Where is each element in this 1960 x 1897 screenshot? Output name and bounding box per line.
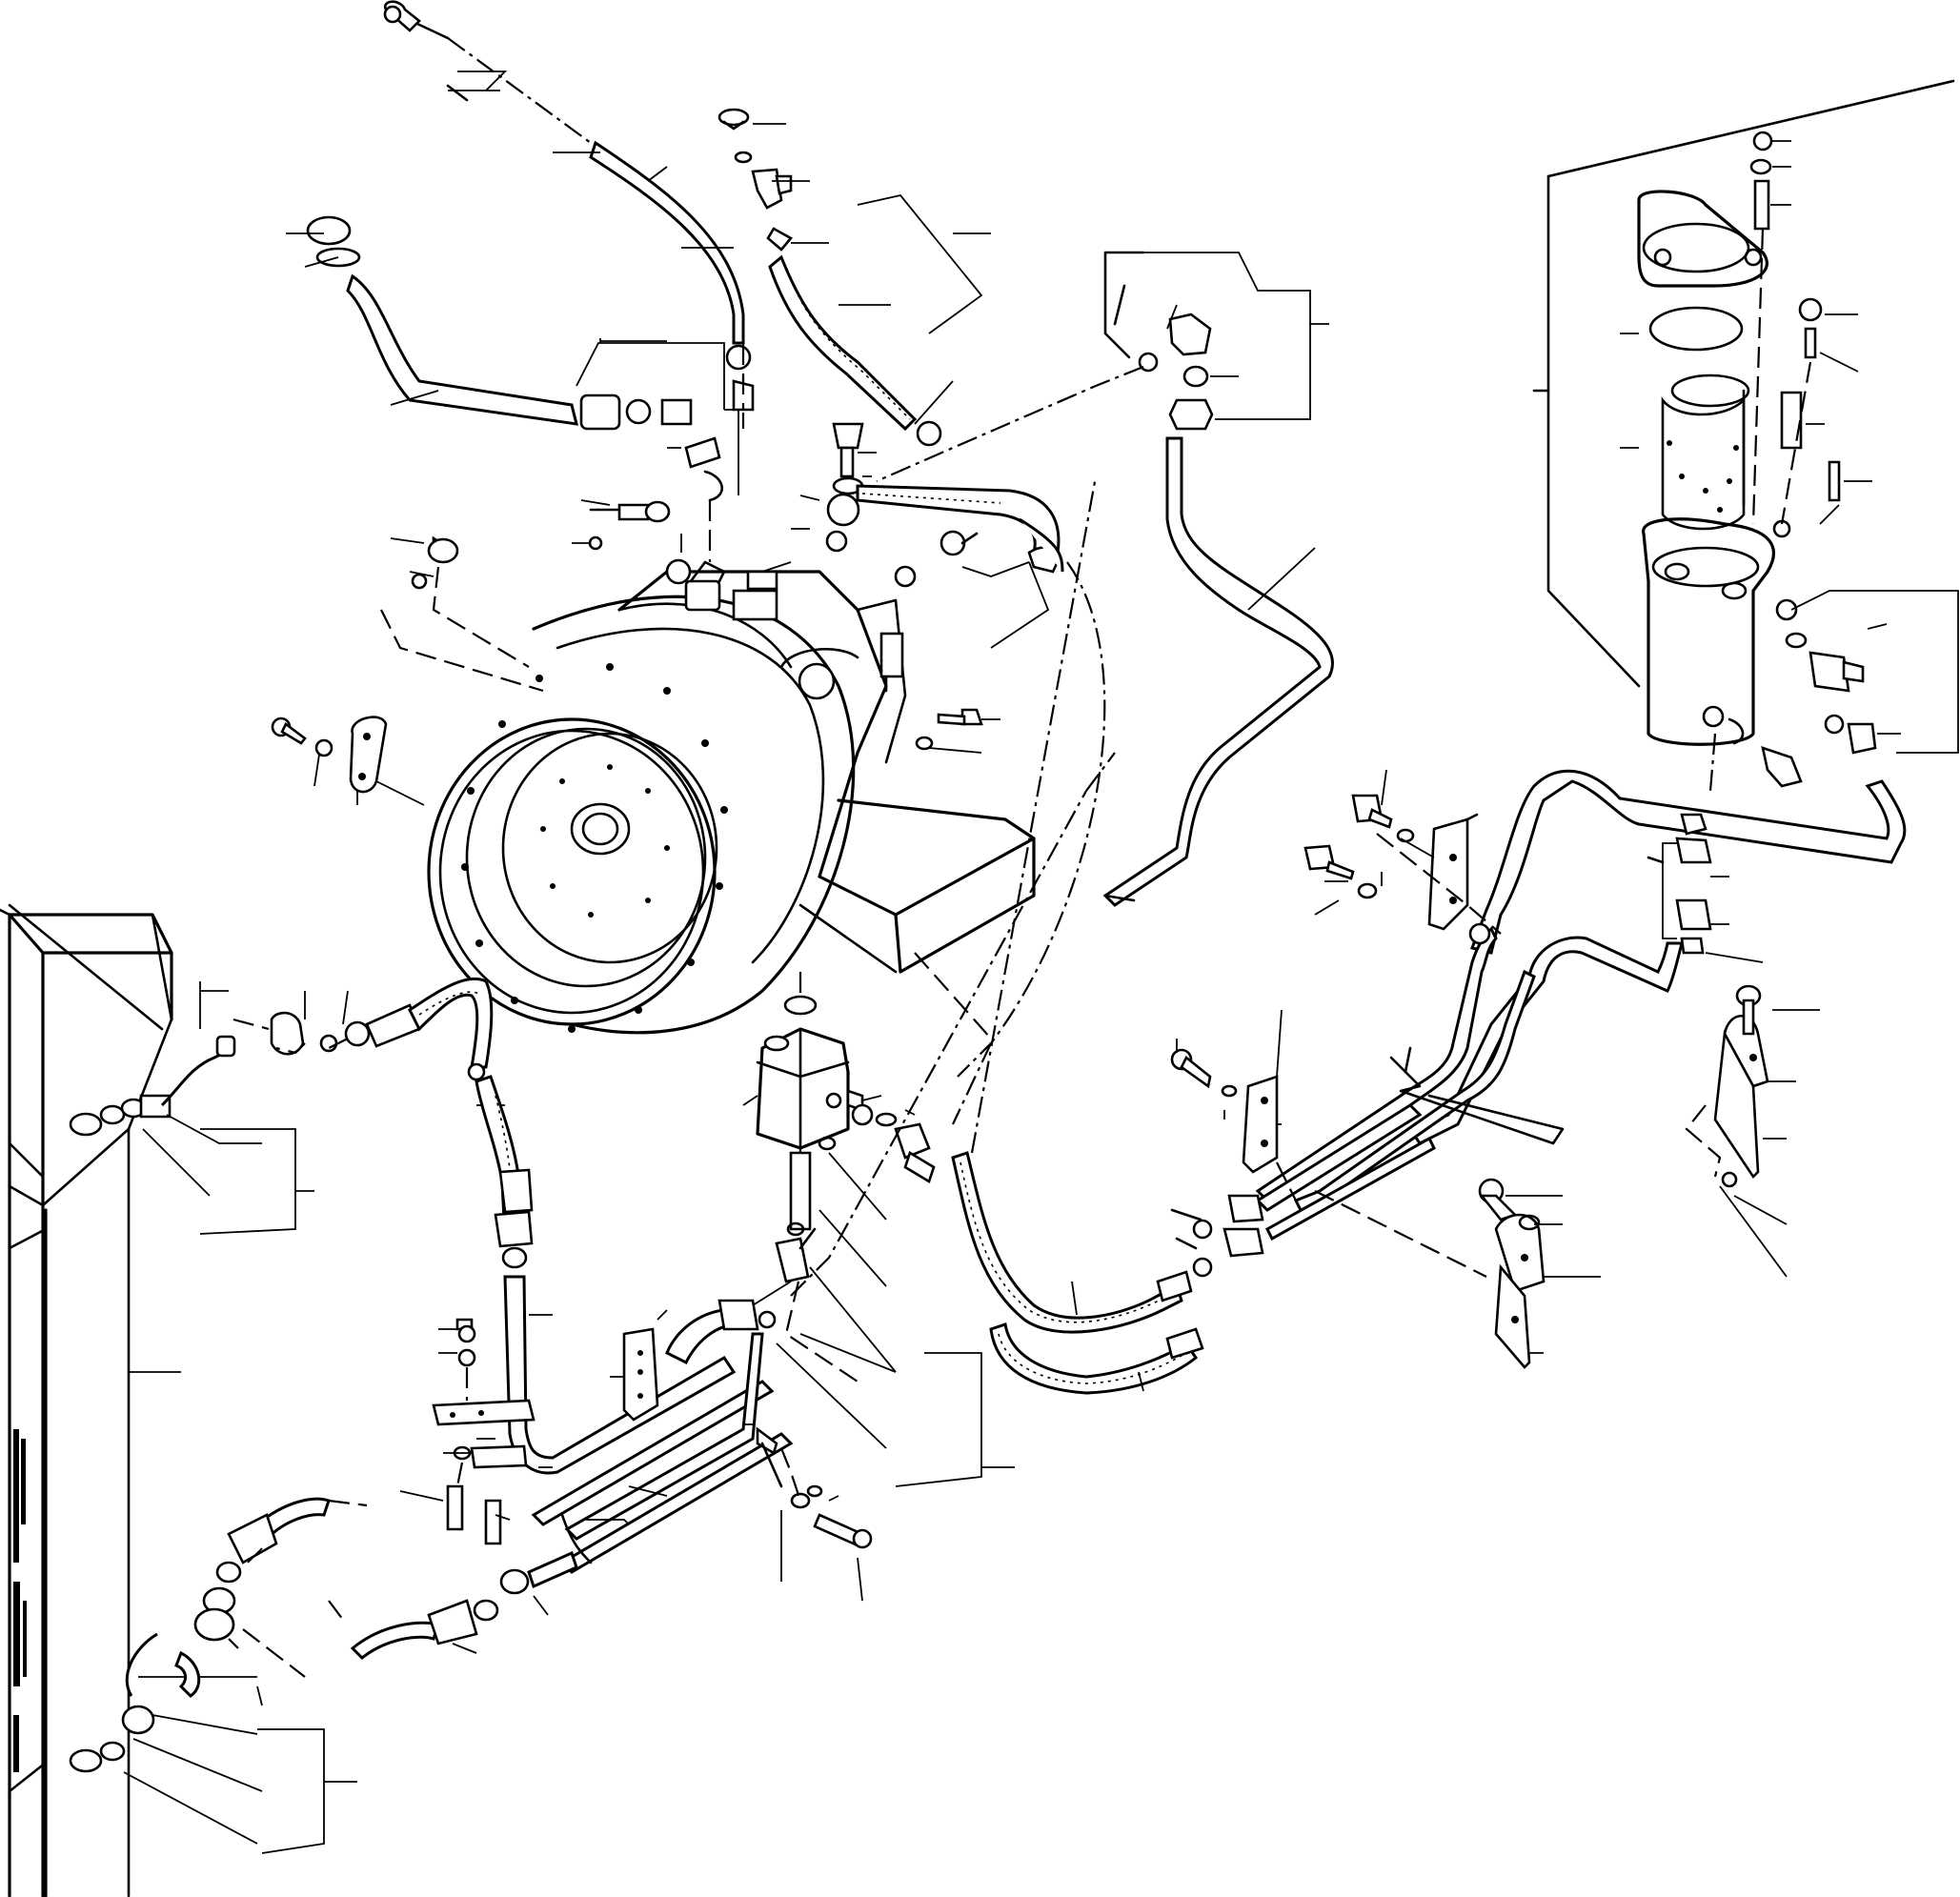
dipstick [383, 0, 755, 429]
case-top-bolts [380, 499, 792, 693]
breather-fitting [717, 108, 991, 447]
bracket-vertical-center [610, 1309, 668, 1422]
side-bolt [915, 708, 1000, 754]
pressure-fitting [791, 422, 1061, 574]
oil-cooler [0, 903, 357, 1897]
elbow-fitting-top [876, 251, 1334, 907]
bracket-mid-upper [1303, 769, 1502, 935]
bracket-mid-lower [1170, 1009, 1297, 1201]
pipe-clamps-left [399, 1318, 535, 1545]
plate-bracket [271, 716, 425, 806]
filler-tube [286, 215, 739, 562]
hose-bottom-left [138, 1497, 578, 1706]
pipe-unions-center [1170, 1194, 1264, 1278]
hose-pair-center [951, 475, 1204, 1395]
hose-clamp-top [894, 517, 1064, 649]
bolt-bottom-center [756, 1426, 873, 1602]
hose-left-center [200, 977, 505, 1106]
bracket-right [1685, 984, 1820, 1278]
oil-filter [1532, 79, 1959, 792]
pipe-pair-center [1255, 922, 1565, 1241]
transmission-case [427, 558, 1036, 1035]
bracket-lower-right [1314, 1178, 1601, 1369]
valve-block [742, 972, 1015, 1487]
centerlines [790, 561, 1136, 1297]
